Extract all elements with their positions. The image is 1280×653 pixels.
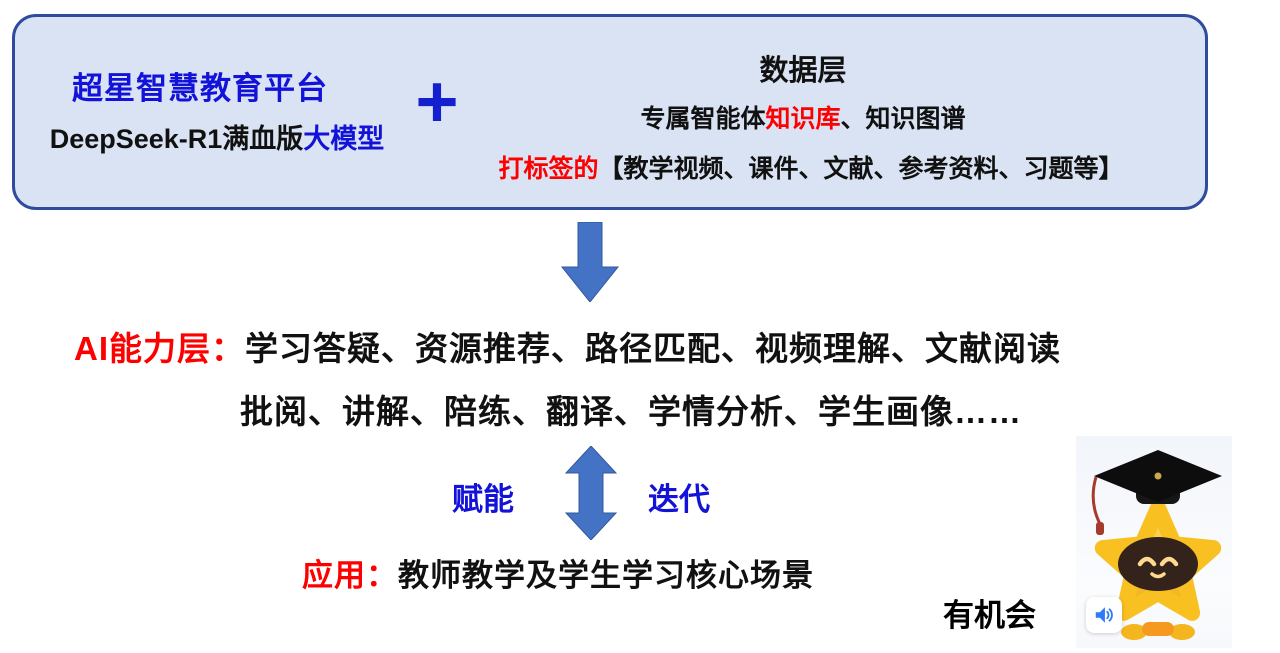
model-suffix: 大模型 [303, 124, 385, 154]
platform-data-box: 超星智慧教育平台 DeepSeek-R1满血版大模型 + 数据层 专属智能体知识… [12, 14, 1208, 210]
ai-layer-line2: 批阅、讲解、陪练、翻译、学情分析、学生画像…… [240, 393, 1022, 430]
data-line2-list: 【教学视频、课件、文献、参考资料、习题等】 [598, 155, 1124, 183]
model-line: DeepSeek-R1满血版大模型 [17, 117, 417, 156]
platform-title: 超星智慧教育平台 [72, 71, 328, 106]
data-line1-prefix: 专属智能体 [640, 105, 766, 133]
data-line2-highlight: 打标签的 [498, 155, 599, 183]
model-name: DeepSeek-R1满血版 [49, 124, 304, 154]
iterate-label: 迭代 [648, 482, 710, 517]
application-text: 教师教学及学生学习核心场景 [398, 558, 814, 593]
plus-icon: + [415, 60, 459, 143]
empower-label: 赋能 [452, 482, 514, 517]
watermark-text: 有机会 [943, 598, 1036, 633]
data-layer-title: 数据层 [759, 55, 847, 87]
data-line1-highlight: 知识库 [765, 105, 841, 133]
mascot-image [1076, 436, 1232, 648]
star-mascot-icon [1091, 450, 1222, 640]
speaker-icon[interactable] [1086, 597, 1122, 633]
ai-layer-capabilities-1: 学习答疑、资源推荐、路径匹配、视频理解、文献阅读 [245, 330, 1061, 367]
up-down-arrow-icon [564, 446, 618, 540]
data-layer-line2: 打标签的【教学视频、课件、文献、参考资料、习题等】 [451, 149, 1171, 185]
application-label: 应用： [302, 558, 398, 593]
ai-layer-line1: AI能力层：学习答疑、资源推荐、路径匹配、视频理解、文献阅读 [74, 322, 1061, 370]
down-arrow-icon [560, 222, 620, 302]
data-layer-line1: 专属智能体知识库、知识图谱 [501, 99, 1105, 135]
application-line: 应用：教师教学及学生学习核心场景 [302, 550, 814, 595]
ai-layer-label: AI能力层： [74, 330, 245, 367]
data-line1-suffix: 、知识图谱 [840, 105, 966, 133]
